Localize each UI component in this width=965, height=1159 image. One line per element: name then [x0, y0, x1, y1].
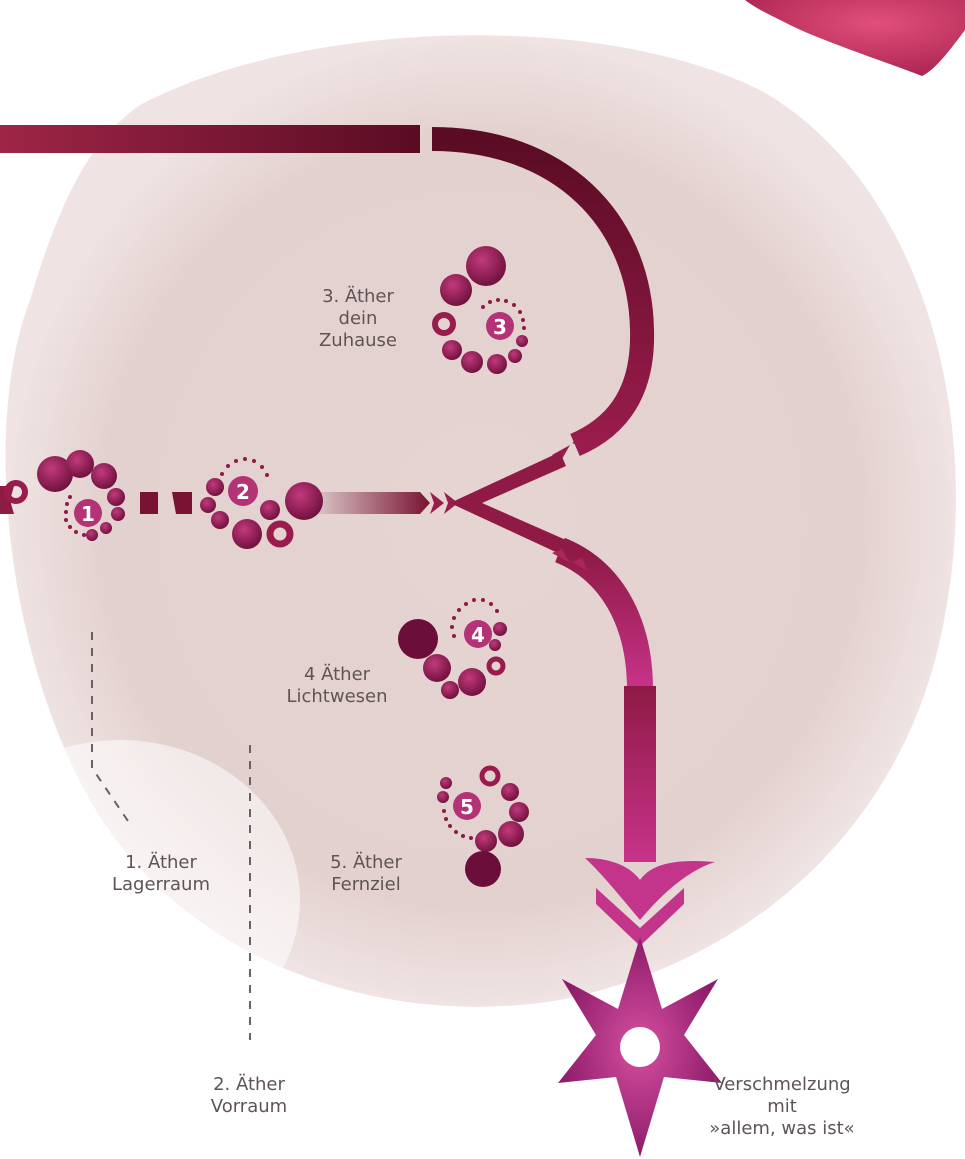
cluster-ether3-number: 3	[493, 315, 507, 339]
label-ether4-line1: 4 Äther	[262, 664, 412, 686]
label-ether3-line1: 3. Äther	[298, 286, 418, 308]
label-ether3: 3. Äther dein Zuhause	[298, 286, 418, 352]
label-ether2: 2. Äther Vorraum	[184, 1074, 314, 1118]
label-merge-line1: Verschmelzung	[682, 1074, 882, 1096]
top-path-bar	[0, 125, 420, 153]
label-ether5: 5. Äther Fernziel	[306, 852, 426, 896]
label-ether2-line2: Vorraum	[184, 1096, 314, 1118]
label-merge: Verschmelzung mit »allem, was ist«	[682, 1074, 882, 1140]
label-ether1-line1: 1. Äther	[96, 852, 226, 874]
label-ether3-line2: dein	[298, 308, 418, 330]
rose-petal	[745, 0, 965, 76]
label-ether3-line3: Zuhause	[298, 330, 418, 352]
label-merge-line3: »allem, was ist«	[682, 1118, 882, 1140]
label-ether4: 4 Äther Lichtwesen	[262, 664, 412, 708]
cluster-ether2-number: 2	[236, 480, 250, 504]
cluster-ether4-number: 4	[471, 623, 485, 647]
cluster-ether5-number: 5	[460, 795, 474, 819]
label-ether5-line2: Fernziel	[306, 874, 426, 896]
arm-bar-1	[140, 492, 158, 514]
center-arm	[318, 492, 430, 514]
label-ether1-line2: Lagerraum	[96, 874, 226, 896]
label-ether1: 1. Äther Lagerraum	[96, 852, 226, 896]
label-merge-line2: mit	[682, 1096, 882, 1118]
down-arrow-shaft	[624, 686, 656, 862]
label-ether5-line1: 5. Äther	[306, 852, 426, 874]
label-ether2-line1: 2. Äther	[184, 1074, 314, 1096]
label-ether4-line2: Lichtwesen	[262, 686, 412, 708]
cluster-ether1-number: 1	[81, 502, 95, 526]
